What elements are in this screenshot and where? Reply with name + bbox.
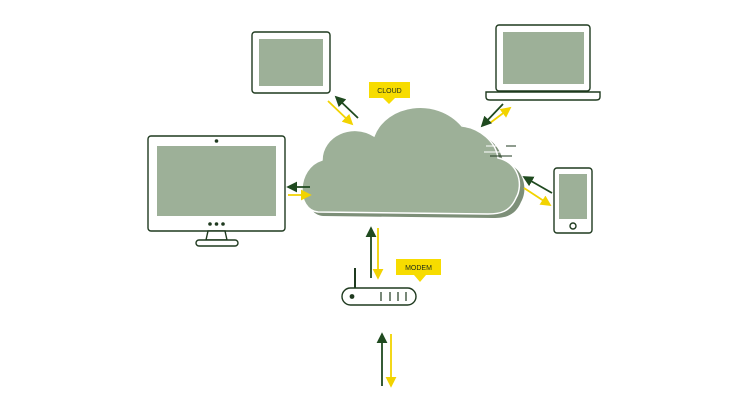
modem-label-tag: MODEM [396,259,441,282]
monitor-icon [147,135,286,247]
modem-label: MODEM [405,265,432,272]
cloud-icon [301,106,525,218]
laptop-icon [485,24,601,101]
cloud-label: CLOUD [377,88,402,95]
cloud-label-tag: CLOUD [369,82,410,104]
arrow-cloud-to-laptop [489,106,512,124]
router-icon [341,268,417,306]
arrow-tablet-to-cloud [327,100,354,126]
arrow-smartphone-to-cloud [522,176,553,194]
arrow-cloud-to-smartphone [523,187,552,206]
data-flow-arrows [286,95,553,388]
arrow-laptop-to-cloud [480,103,504,128]
tablet-icon [251,31,331,94]
smartphone-icon [553,167,593,234]
arrow-cloud-to-tablet [334,95,359,119]
